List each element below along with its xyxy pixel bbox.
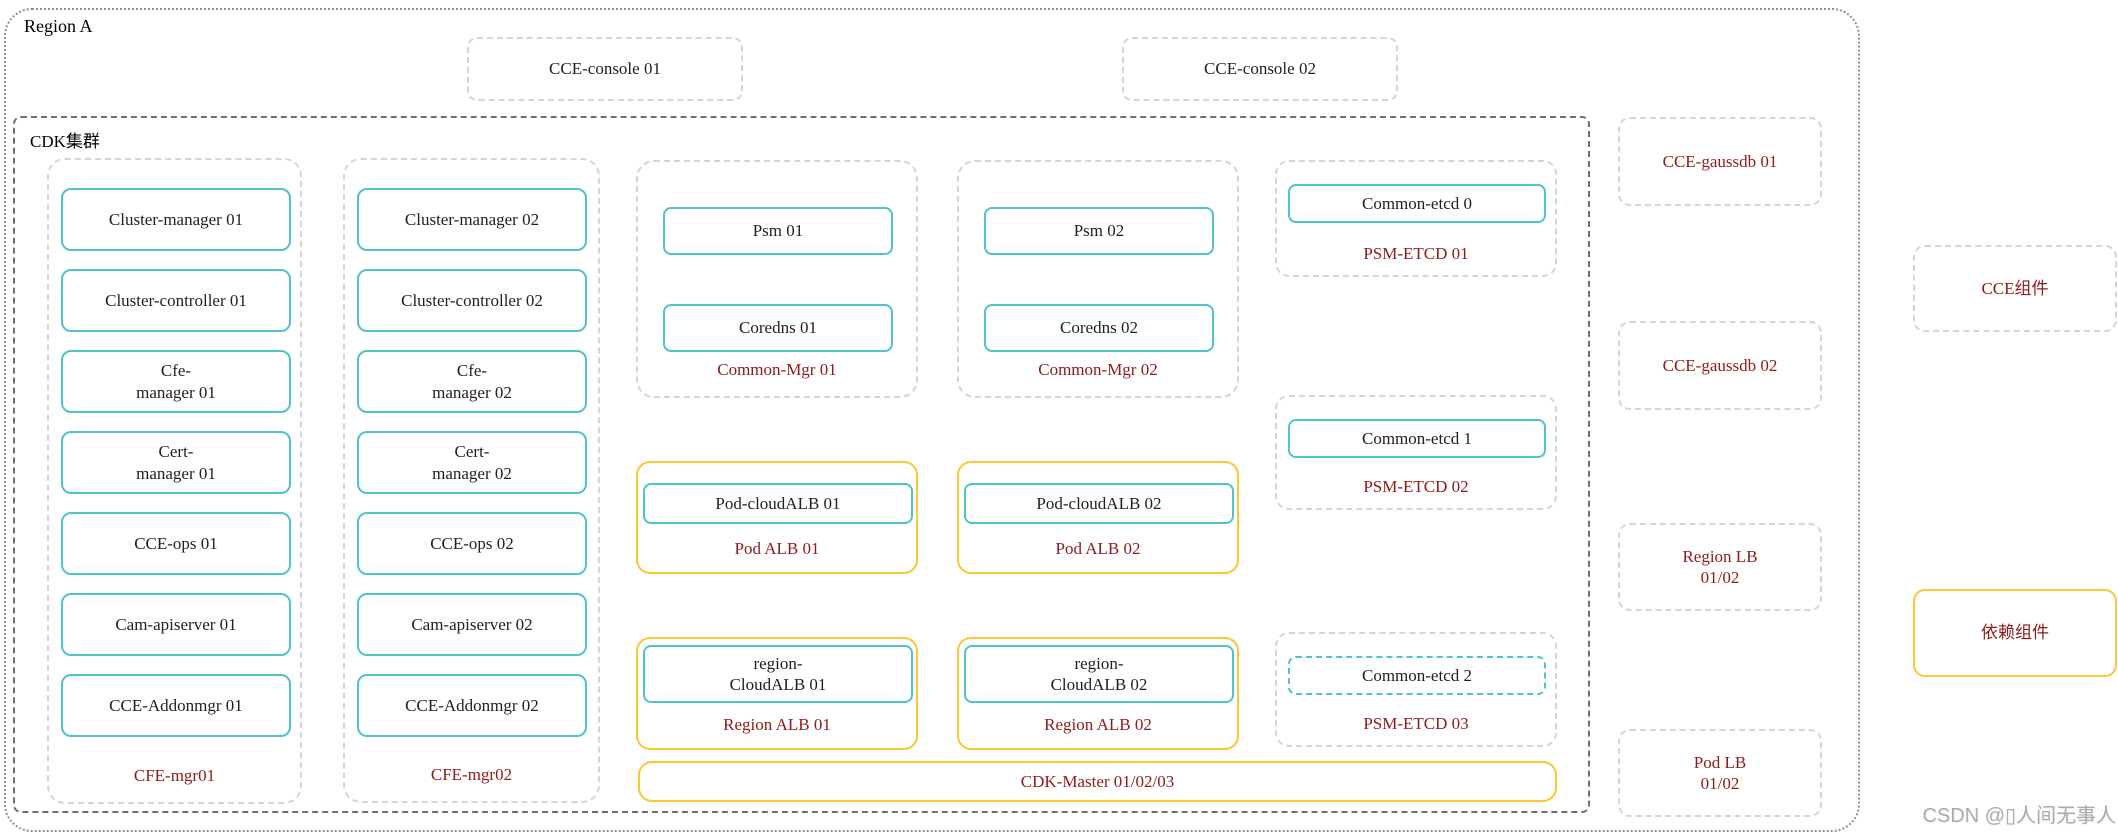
- node-common-etcd-1: Common-etcd 1: [1288, 419, 1546, 458]
- cdk-cluster-label: CDK集群: [30, 132, 100, 151]
- node-cam-apiserver-02: Cam-apiserver 02: [357, 593, 587, 656]
- node-cce-console-02: CCE-console 02: [1122, 37, 1398, 101]
- node-region-lb: Region LB 01/02: [1618, 523, 1822, 611]
- node-cce-gaussdb-02: CCE-gaussdb 02: [1618, 321, 1822, 410]
- node-pod-cloudalb-01: Pod-cloudALB 01: [643, 483, 913, 524]
- cdk-cluster-container: [13, 116, 1590, 813]
- node-cert-manager-01: Cert- manager 01: [61, 431, 291, 494]
- group-label-psm-etcd-02: PSM-ETCD 02: [1363, 477, 1469, 496]
- node-cluster-manager-01: Cluster-manager 01: [61, 188, 291, 251]
- region-a-container: [4, 8, 1860, 832]
- node-cluster-manager-02: Cluster-manager 02: [357, 188, 587, 251]
- node-cce-ops-01: CCE-ops 01: [61, 512, 291, 575]
- group-psm-etcd-03: Common-etcd 2 PSM-ETCD 03: [1275, 632, 1557, 747]
- group-psm-etcd-01: Common-etcd 0 PSM-ETCD 01: [1275, 160, 1557, 277]
- node-cfe-manager-02: Cfe- manager 02: [357, 350, 587, 413]
- group-label-psm-etcd-03: PSM-ETCD 03: [1363, 714, 1469, 733]
- group-label-common-mgr-01: Common-Mgr 01: [717, 360, 837, 379]
- group-common-mgr-01: Psm 01 Coredns 01 Common-Mgr 01: [636, 160, 918, 398]
- node-coredns-02: Coredns 02: [984, 304, 1214, 352]
- group-label-psm-etcd-01: PSM-ETCD 01: [1363, 244, 1469, 263]
- group-region-alb-01: region- CloudALB 01 Region ALB 01: [636, 637, 918, 750]
- node-cce-gaussdb-01: CCE-gaussdb 01: [1618, 117, 1822, 206]
- group-region-alb-02: region- CloudALB 02 Region ALB 02: [957, 637, 1239, 750]
- group-label-pod-alb-01: Pod ALB 01: [734, 539, 820, 558]
- node-pod-cloudalb-02: Pod-cloudALB 02: [964, 483, 1234, 524]
- node-common-etcd-0: Common-etcd 0: [1288, 184, 1546, 223]
- node-cce-console-01: CCE-console 01: [467, 37, 743, 101]
- node-region-cloudalb-02: region- CloudALB 02: [964, 645, 1234, 703]
- node-cam-apiserver-01: Cam-apiserver 01: [61, 593, 291, 656]
- group-label-pod-alb-02: Pod ALB 02: [1055, 539, 1141, 558]
- node-common-etcd-2: Common-etcd 2: [1288, 656, 1546, 695]
- node-psm-02: Psm 02: [984, 207, 1214, 255]
- node-coredns-01: Coredns 01: [663, 304, 893, 352]
- group-label-cfe-mgr02: CFE-mgr02: [430, 765, 513, 784]
- node-region-cloudalb-01: region- CloudALB 01: [643, 645, 913, 703]
- legend-dependency-component: 依赖组件: [1913, 589, 2117, 677]
- node-psm-01: Psm 01: [663, 207, 893, 255]
- node-cluster-controller-01: Cluster-controller 01: [61, 269, 291, 332]
- node-cce-ops-02: CCE-ops 02: [357, 512, 587, 575]
- group-pod-alb-02: Pod-cloudALB 02 Pod ALB 02: [957, 461, 1239, 574]
- node-cluster-controller-02: Cluster-controller 02: [357, 269, 587, 332]
- group-cfe-mgr01: Cluster-manager 01 Cluster-controller 01…: [47, 158, 302, 804]
- group-cfe-mgr02: Cluster-manager 02 Cluster-controller 02…: [343, 158, 600, 803]
- node-pod-lb: Pod LB 01/02: [1618, 729, 1822, 817]
- legend-cce-component: CCE组件: [1913, 245, 2117, 332]
- group-psm-etcd-02: Common-etcd 1 PSM-ETCD 02: [1275, 395, 1557, 510]
- node-cce-addonmgr-02: CCE-Addonmgr 02: [357, 674, 587, 737]
- group-pod-alb-01: Pod-cloudALB 01 Pod ALB 01: [636, 461, 918, 574]
- region-a-label: Region A: [24, 16, 93, 36]
- csdn-watermark: CSDN @▯人间无事人: [1922, 805, 2116, 827]
- group-common-mgr-02: Psm 02 Coredns 02 Common-Mgr 02: [957, 160, 1239, 398]
- node-cert-manager-02: Cert- manager 02: [357, 431, 587, 494]
- node-cdk-master: CDK-Master 01/02/03: [638, 761, 1557, 802]
- group-label-region-alb-01: Region ALB 01: [723, 715, 831, 734]
- group-label-cfe-mgr01: CFE-mgr01: [133, 766, 216, 785]
- group-label-region-alb-02: Region ALB 02: [1044, 715, 1152, 734]
- group-label-common-mgr-02: Common-Mgr 02: [1038, 360, 1158, 379]
- node-cfe-manager-01: Cfe- manager 01: [61, 350, 291, 413]
- node-cce-addonmgr-01: CCE-Addonmgr 01: [61, 674, 291, 737]
